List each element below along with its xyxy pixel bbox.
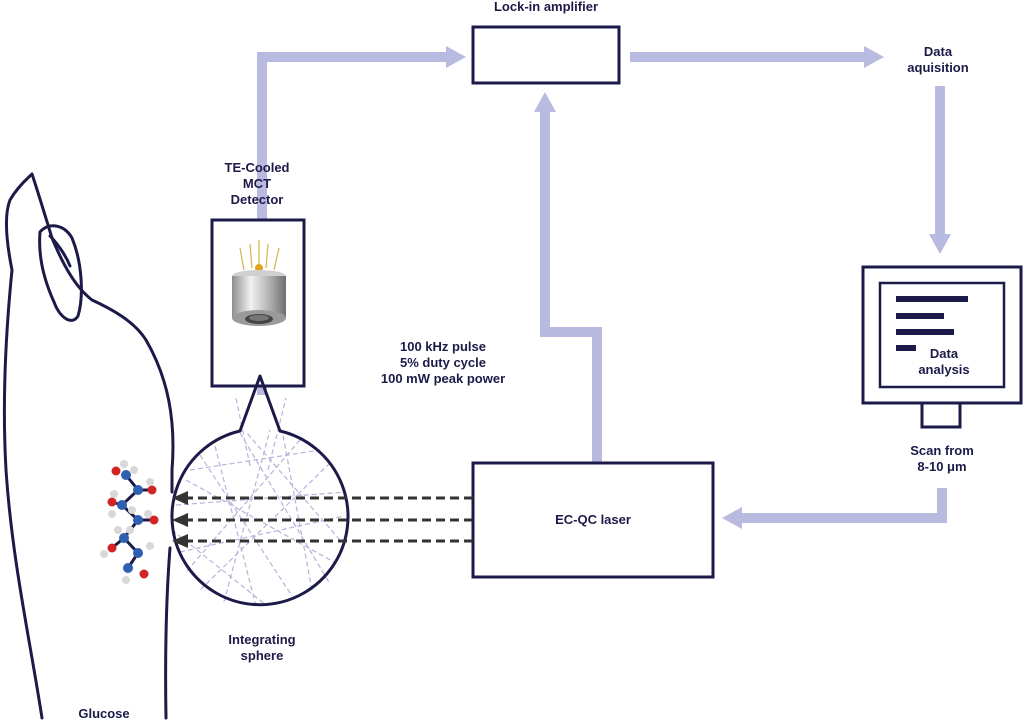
glucose-label: Glucose [78,706,129,721]
integrating-sphere-label-line1: Integrating [228,632,295,647]
data-analysis-label-line1: Data [930,346,959,361]
laser-beam-1 [172,491,473,505]
laser-beam-3 [172,534,473,548]
ec-qc-laser-box [471,461,715,579]
flow-arrow-laser-to-lockin [534,92,602,462]
flow-arrow-daq-to-analysis [929,86,951,254]
detector-label-line2: MCT [243,176,271,191]
laser-beam-2 [172,513,473,527]
laser-spec-line3: 100 mW peak power [381,371,505,386]
scan-range-label-line1: Scan from [910,443,974,458]
flow-arrow-lockin-to-daq [630,46,884,68]
detector-label-line1: TE-Cooled [225,160,290,175]
data-analysis-label-line2: analysis [918,362,969,377]
flow-arrow-scan-to-laser [722,488,947,529]
laser-spec-line1: 100 kHz pulse [400,339,486,354]
scattered-light-paths [171,397,347,607]
integrating-sphere [170,374,350,607]
hand-outline-icon [2,172,175,720]
data-acquisition-label-line2: aquisition [907,60,968,75]
lock-in-amplifier-box [471,25,621,85]
scan-range-label-line2: 8-10 μm [917,459,966,474]
integrating-sphere-label-line2: sphere [241,648,284,663]
mct-detector-icon [232,240,286,326]
computer-monitor-icon [861,265,1023,429]
data-acquisition-label-line1: Data [924,44,953,59]
lock-in-amplifier-label: Lock-in amplifier [494,0,598,14]
detector-label-line3: Detector [231,192,284,207]
ec-qc-laser-label: EC-QC laser [555,512,631,527]
laser-spec-line2: 5% duty cycle [400,355,486,370]
glucose-molecule-icon [100,460,159,584]
